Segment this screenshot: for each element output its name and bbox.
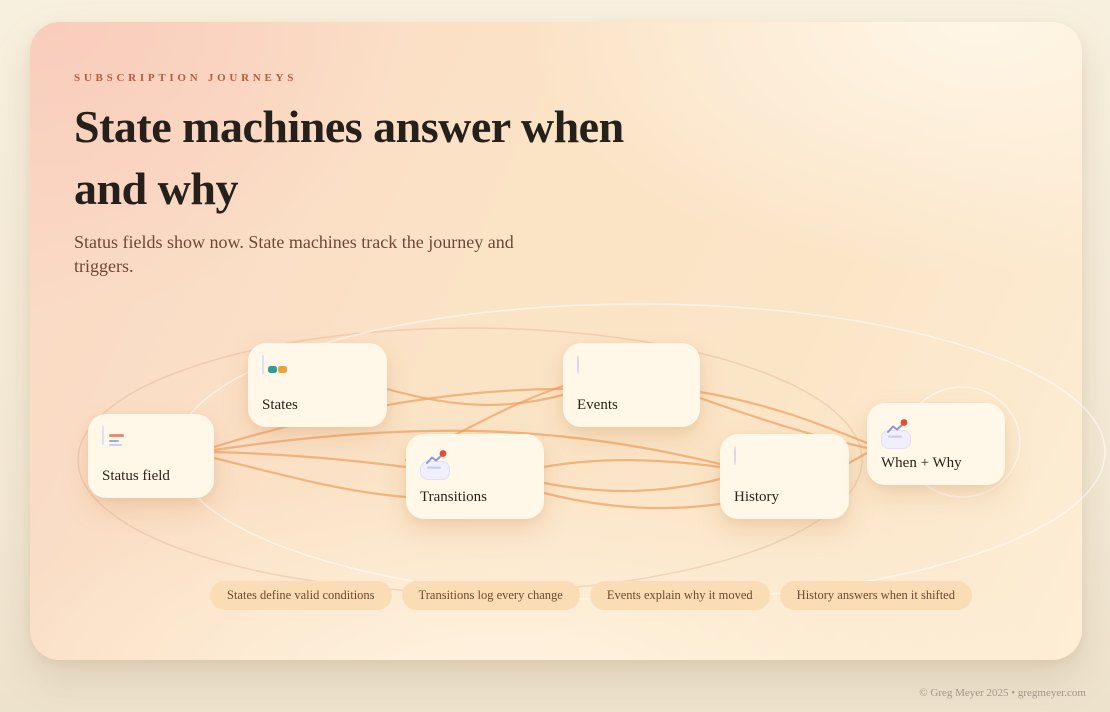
page-title-line2: and why	[74, 163, 238, 214]
diagram-node-states: States	[248, 343, 387, 427]
eyebrow: SUBSCRIPTION JOURNEYS	[74, 72, 298, 84]
trend-chart-icon	[881, 416, 991, 449]
toggle-pills-icon	[262, 355, 373, 374]
diagram-node-when-why: When + Why	[867, 403, 1005, 485]
node-label-history: History	[734, 489, 779, 505]
diagram-node-history: History	[720, 434, 849, 519]
node-label-transitions: Transitions	[420, 489, 487, 505]
diagram-node-events: Events	[563, 343, 700, 427]
takeaway-pill-1: States define valid conditions	[210, 581, 392, 610]
trend-chart-icon	[420, 447, 530, 480]
diagram-node-status-field: Status field	[88, 414, 214, 498]
takeaway-pill-4: History answers when it shifted	[779, 581, 972, 610]
footer-credit: © Greg Meyer 2025 • gregmeyer.com	[919, 687, 1086, 699]
takeaway-pill-3: Events explain why it moved	[589, 581, 770, 610]
subtitle: Status fields show now. State machines t…	[74, 232, 514, 276]
node-label-when-why: When + Why	[881, 455, 962, 471]
page-title: State machines answer when and why	[74, 96, 624, 220]
node-label-states: States	[262, 397, 298, 413]
document-lines-icon	[102, 426, 200, 446]
circle-icon	[577, 355, 686, 374]
page-title-line1: State machines answer when	[74, 101, 624, 152]
diagram-node-transitions: Transitions	[406, 434, 544, 519]
circle-icon	[734, 446, 835, 465]
takeaway-pills: States define valid conditions Transition…	[210, 581, 972, 610]
node-label-events: Events	[577, 397, 618, 413]
takeaway-pill-2: Transitions log every change	[401, 581, 580, 610]
node-label-status-field: Status field	[102, 468, 170, 484]
